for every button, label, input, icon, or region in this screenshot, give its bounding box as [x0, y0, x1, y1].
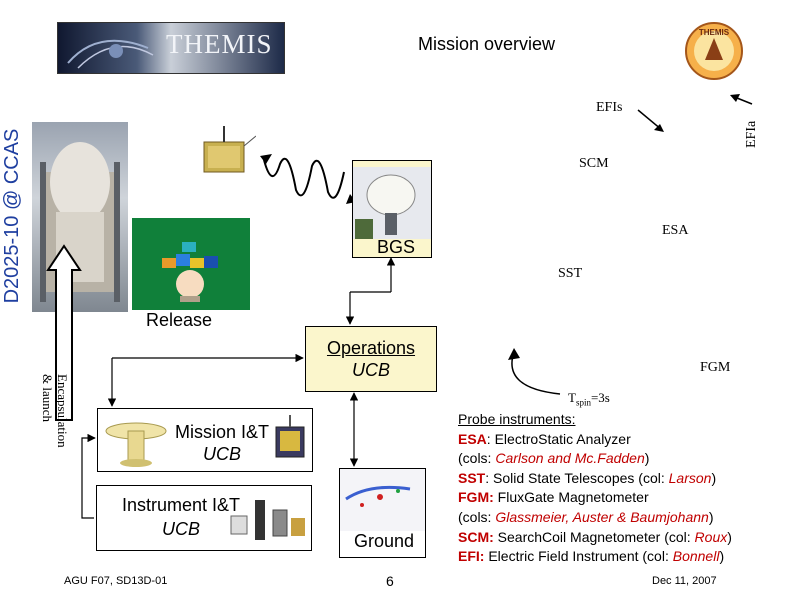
esa-label: ESA — [662, 223, 689, 238]
instrument-it-box: Instrument I&T UCB — [96, 485, 312, 551]
bgs-box: BGS — [352, 160, 432, 258]
mission-it-title: Mission I&T — [174, 422, 270, 442]
fgm-label: FGM — [700, 360, 731, 375]
operations-title: Operations — [326, 338, 416, 358]
ground-box: Ground — [339, 468, 426, 558]
magnetosphere-graphic — [67, 39, 154, 69]
legend-efi: EFI: Electric Field Instrument (col: Bon… — [458, 548, 725, 565]
legend-esa-cols: (cols: Carlson and Mc.Fadden) — [458, 450, 650, 467]
release-simulation-image — [132, 218, 250, 310]
launch-vehicle-photo — [32, 122, 128, 312]
efia-arrow-icon — [730, 94, 753, 105]
bgs-label: BGS — [377, 237, 416, 257]
slide-title: Mission overview — [418, 34, 556, 54]
legend-sst: SST: Solid State Telescopes (col: Larson… — [458, 469, 717, 486]
release-label: Release — [146, 310, 213, 330]
legend-esa: ESA: ElectroStatic Analyzer — [458, 430, 631, 447]
probe-unit-icon — [275, 415, 305, 458]
themis-banner: THEMIS — [57, 22, 285, 74]
efis-arrow-icon — [637, 109, 664, 132]
legend-scm: SCM: SearchCoil Magnetometer (col: Roux) — [458, 528, 732, 545]
instrument-it-org: UCB — [161, 519, 200, 539]
page-number: 6 — [386, 573, 394, 589]
mission-it-org: UCB — [202, 444, 241, 464]
legend-fgm-cols: (cols: Glassmeier, Auster & Baumjohann) — [458, 508, 714, 525]
probe-instruments-legend: Probe instruments: ESA: ElectroStatic An… — [458, 410, 778, 567]
ground-station-map — [340, 469, 425, 531]
banner-title: THEMIS — [166, 29, 273, 59]
ground-label: Ground — [354, 531, 415, 551]
footer-date: Dec 11, 2007 — [652, 575, 717, 587]
efis-label: EFIs — [596, 100, 623, 115]
footer-left: AGU F07, SD13D-01 — [64, 575, 168, 587]
sst-label: SST — [558, 266, 583, 281]
tspin-label: Tspin=3s — [568, 390, 610, 408]
instrument-hardware-icon — [230, 500, 305, 540]
legend-heading: Probe instruments: — [458, 411, 576, 427]
probe-carrier-icon — [105, 422, 167, 467]
instrument-it-title: Instrument I&T — [121, 495, 241, 515]
probe-satellite-icon — [196, 126, 257, 182]
operations-box: Operations UCB — [305, 326, 437, 392]
encapsulation-label: Encapsulation & launch — [40, 374, 70, 448]
legend-fgm: FGM: FluxGate Magnetometer — [458, 489, 649, 506]
scm-label: SCM — [579, 156, 609, 171]
encapsulation-label-container: Encapsulation & launch — [34, 374, 70, 472]
operations-org: UCB — [351, 360, 390, 380]
svg-text:THEMIS: THEMIS — [699, 28, 730, 37]
themis-logo: THEMIS — [683, 20, 745, 82]
spin-arc-icon — [508, 348, 561, 395]
mission-it-box: Mission I&T UCB — [97, 408, 313, 472]
